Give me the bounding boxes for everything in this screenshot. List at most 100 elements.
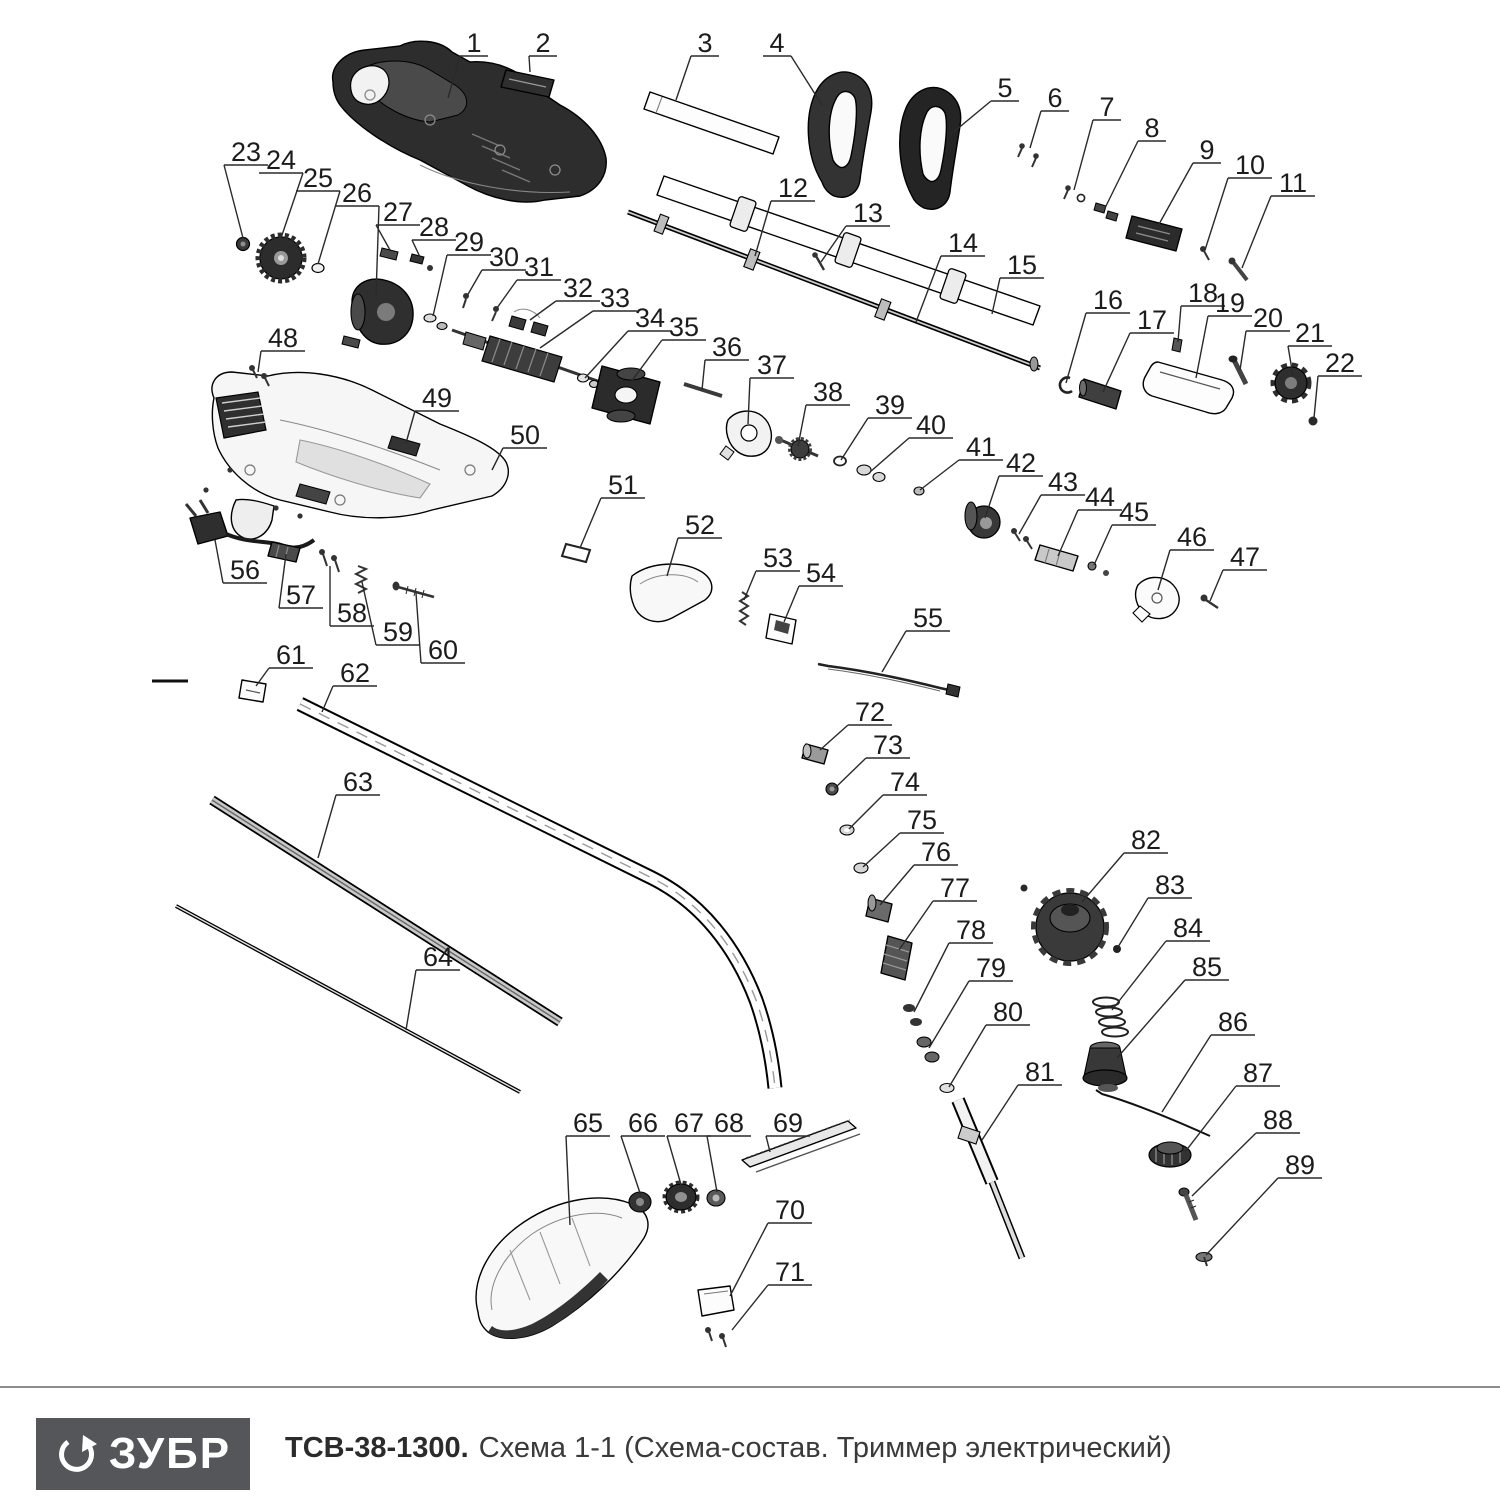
part-label-73: 73 <box>873 730 903 760</box>
part-label-28: 28 <box>419 212 449 242</box>
switch-box <box>1125 215 1183 252</box>
part-label-34: 34 <box>635 303 665 333</box>
part-label-46: 46 <box>1177 522 1207 552</box>
part-label-60: 60 <box>428 635 458 665</box>
schema-subtitle: Схема 1-1 (Схема-состав. Триммер электри… <box>478 1432 1172 1464</box>
leader-line-29 <box>432 254 448 317</box>
brand-name: ЗУБР <box>108 1429 232 1478</box>
leader-line-86 <box>1161 1034 1212 1113</box>
part-label-40: 40 <box>916 410 946 440</box>
part-label-69: 69 <box>773 1108 803 1138</box>
exploded-parts-diagram: 1234567891011121314151617181920212223242… <box>152 28 1362 1348</box>
part-label-8: 8 <box>1144 113 1159 143</box>
part-label-67: 67 <box>674 1108 704 1138</box>
leader-line-68 <box>706 1135 718 1193</box>
leader-line-17 <box>1102 332 1131 393</box>
leader-line-64 <box>405 969 417 1031</box>
leader-line-89 <box>1205 1177 1279 1256</box>
part-label-50: 50 <box>510 420 540 450</box>
washers-couplings <box>833 455 1219 623</box>
part-label-53: 53 <box>763 543 793 573</box>
part-label-14: 14 <box>948 228 978 258</box>
leader-line-34 <box>584 330 629 379</box>
part-label-80: 80 <box>993 997 1023 1027</box>
schema-title: ТСВ-38-1300.Схема 1-1 (Схема-состав. Три… <box>285 1432 1172 1465</box>
leader-line-2 <box>528 55 531 73</box>
brand-arrow-icon <box>58 1435 97 1472</box>
part-label-32: 32 <box>563 273 593 303</box>
part-label-56: 56 <box>230 555 260 585</box>
part-label-23: 23 <box>231 137 261 167</box>
leader-line-50 <box>491 447 504 471</box>
part-label-42: 42 <box>1006 448 1036 478</box>
leader-line-11 <box>1241 195 1272 269</box>
gear-train <box>235 232 414 345</box>
leader-line-24 <box>280 172 304 239</box>
part-label-29: 29 <box>454 227 484 257</box>
part-label-1: 1 <box>466 28 481 58</box>
part-label-2: 2 <box>535 28 550 58</box>
leader-line-63 <box>317 794 337 859</box>
leader-line-16 <box>1065 312 1087 384</box>
leader-line-61 <box>255 667 270 687</box>
part-label-86: 86 <box>1218 1007 1248 1037</box>
leader-line-23 <box>223 164 244 239</box>
part-label-52: 52 <box>685 510 715 540</box>
part-label-88: 88 <box>1263 1105 1293 1135</box>
upper-shaft-tube <box>643 91 780 155</box>
leader-line-40 <box>869 437 910 473</box>
motor-housing-bottom <box>203 365 510 540</box>
part-label-17: 17 <box>1137 305 1167 335</box>
part-label-78: 78 <box>956 915 986 945</box>
leader-line-3 <box>675 55 692 101</box>
part-label-48: 48 <box>268 323 298 353</box>
part-label-79: 79 <box>976 953 1006 983</box>
power-cord <box>184 499 435 599</box>
part-label-62: 62 <box>340 658 370 688</box>
leader-line-49 <box>405 410 416 444</box>
leader-line-52 <box>666 537 679 577</box>
part-label-18: 18 <box>1188 278 1218 308</box>
part-label-45: 45 <box>1119 497 1149 527</box>
leader-line-66 <box>620 1135 642 1197</box>
part-label-30: 30 <box>489 242 519 272</box>
guard-assembly <box>475 1119 861 1348</box>
leader-line-56 <box>214 539 224 584</box>
leader-line-32 <box>529 300 557 321</box>
part-label-31: 31 <box>524 252 554 282</box>
part-label-6: 6 <box>1047 83 1062 113</box>
part-label-87: 87 <box>1243 1058 1273 1088</box>
leader-line-22 <box>1313 375 1319 419</box>
leader-line-41 <box>919 459 960 491</box>
leader-line-85 <box>1116 979 1186 1059</box>
part-label-82: 82 <box>1131 825 1161 855</box>
part-label-10: 10 <box>1235 150 1265 180</box>
leader-line-10 <box>1204 177 1229 251</box>
leader-line-80 <box>948 1024 987 1088</box>
leader-line-46 <box>1157 549 1171 591</box>
part-label-57: 57 <box>286 580 316 610</box>
part-label-43: 43 <box>1048 467 1078 497</box>
leader-line-48 <box>257 350 262 373</box>
leader-line-67 <box>666 1135 683 1189</box>
leader-line-20 <box>1239 330 1247 371</box>
part-label-44: 44 <box>1085 482 1115 512</box>
leader-line-77 <box>898 900 934 951</box>
leader-line-82 <box>1081 852 1125 903</box>
main-boom-tube <box>656 175 1041 326</box>
leader-line-54 <box>783 585 800 623</box>
part-label-20: 20 <box>1253 303 1283 333</box>
part-label-9: 9 <box>1199 135 1214 165</box>
leader-line-81 <box>981 1084 1019 1141</box>
leader-line-74 <box>848 794 884 830</box>
part-label-63: 63 <box>343 767 373 797</box>
part-label-75: 75 <box>907 805 937 835</box>
brand-logo: ЗУБР <box>36 1418 250 1490</box>
leader-line-71 <box>731 1284 769 1331</box>
part-label-33: 33 <box>600 283 630 313</box>
leader-line-30 <box>466 269 483 297</box>
part-label-15: 15 <box>1007 250 1037 280</box>
leader-line-36 <box>701 359 706 391</box>
part-label-64: 64 <box>423 942 453 972</box>
leader-line-13 <box>820 225 847 263</box>
